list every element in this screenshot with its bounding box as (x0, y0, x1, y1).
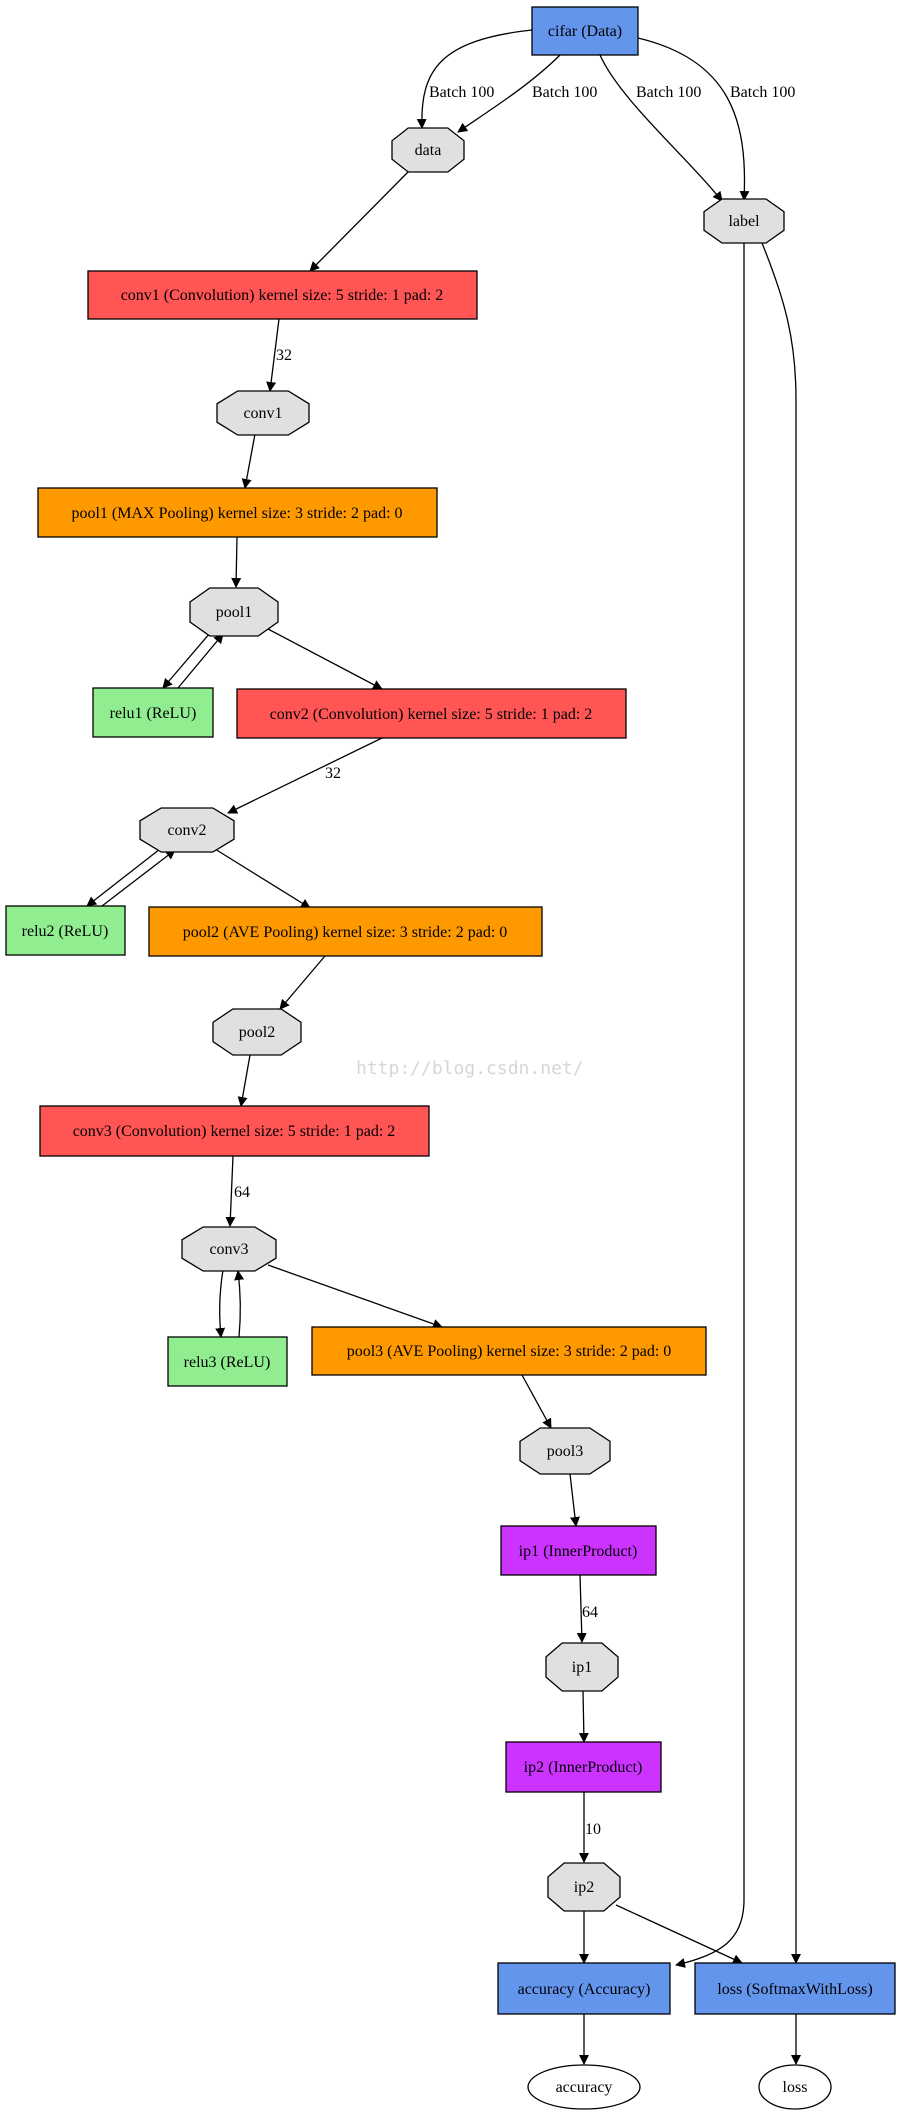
blob-ip1[interactable]: ip1 (545, 1642, 619, 1692)
edge-cifar-label-a (599, 54, 723, 202)
layer-cifar-label: cifar (Data) (548, 23, 622, 40)
edge-conv1-blobconv1 (266, 318, 280, 392)
edge-pool1-blobpool1 (231, 536, 242, 588)
edge-label-accuracy (675, 243, 745, 1968)
layer-conv1[interactable]: conv1 (Convolution) kernel size: 5 strid… (87, 270, 478, 320)
blob-conv1-label: conv1 (243, 405, 282, 422)
output-loss-label: loss (783, 2079, 808, 2096)
edge-blobpool3-ip1 (569, 1473, 580, 1527)
layer-relu2[interactable]: relu2 (ReLU) (5, 905, 126, 956)
layer-accuracy-label: accuracy (Accuracy) (518, 1981, 651, 1998)
blob-pool2-label: pool2 (239, 1024, 275, 1041)
watermark: http://blog.csdn.net/ (356, 1058, 584, 1079)
output-nodes: accuracy loss (527, 2064, 832, 2110)
blob-nodes: data label conv1 pool1 conv2 pool2 conv3 (139, 127, 785, 1912)
layer-ip1-label: ip1 (InnerProduct) (519, 1543, 638, 1560)
edge-label-conv2-out: 32 (325, 765, 341, 782)
blob-data[interactable]: data (391, 127, 465, 173)
layer-pool2[interactable]: pool2 (AVE Pooling) kernel size: 3 strid… (148, 906, 543, 957)
edge-blobconv3-pool3 (267, 1264, 443, 1329)
edge-labels: Batch 100 Batch 100 Batch 100 Batch 100 … (234, 84, 795, 1838)
edge-label-batch-4: Batch 100 (730, 84, 795, 101)
edge-label-ip2-out: 10 (585, 1821, 601, 1838)
layer-ip1[interactable]: ip1 (InnerProduct) (500, 1525, 657, 1576)
edge-label-conv3-out: 64 (234, 1184, 250, 1201)
blob-pool1[interactable]: pool1 (189, 587, 279, 637)
blob-data-label: data (415, 142, 442, 159)
edge-relu3-conv3 (234, 1270, 245, 1338)
blob-conv3-label: conv3 (209, 1241, 248, 1258)
layer-relu3-label: relu3 (ReLU) (184, 1354, 271, 1371)
layer-conv2-label: conv2 (Convolution) kernel size: 5 strid… (270, 706, 593, 723)
edge-blobip2-loss (615, 1904, 743, 1964)
layer-relu3[interactable]: relu3 (ReLU) (167, 1336, 288, 1387)
layer-pool1[interactable]: pool1 (MAX Pooling) kernel size: 3 strid… (37, 487, 438, 538)
edge-conv3-blobconv3 (225, 1155, 236, 1227)
edge-pool3-blobpool3 (521, 1374, 552, 1429)
edge-pool1-relu1 (162, 632, 211, 689)
edge-data-conv1 (309, 171, 409, 272)
blob-conv2[interactable]: conv2 (139, 807, 235, 853)
blob-label[interactable]: label (703, 198, 785, 244)
edge-label-batch-1: Batch 100 (429, 84, 494, 101)
blob-conv3[interactable]: conv3 (181, 1226, 277, 1272)
layer-loss-label: loss (SoftmaxWithLoss) (717, 1981, 872, 1998)
blob-conv1[interactable]: conv1 (216, 390, 310, 436)
layer-pool1-label: pool1 (MAX Pooling) kernel size: 3 strid… (71, 505, 402, 522)
edge-relu1-pool1 (177, 633, 224, 689)
layer-loss[interactable]: loss (SoftmaxWithLoss) (694, 1962, 896, 2015)
edge-blobpool2-conv3 (237, 1054, 251, 1107)
layer-ip2[interactable]: ip2 (InnerProduct) (505, 1741, 662, 1793)
edge-cifar-label-b (637, 37, 750, 201)
layer-relu1[interactable]: relu1 (ReLU) (92, 687, 214, 738)
layer-pool3[interactable]: pool3 (AVE Pooling) kernel size: 3 strid… (311, 1326, 707, 1376)
layer-conv3[interactable]: conv3 (Convolution) kernel size: 5 strid… (39, 1105, 430, 1157)
edge-pool1-conv2 (267, 628, 383, 690)
edge-relu2-conv2 (101, 849, 176, 907)
edge-label-batch-3: Batch 100 (636, 84, 701, 101)
edge-conv2-relu2 (86, 848, 161, 907)
edge-ip1-blobip1 (576, 1574, 587, 1643)
output-accuracy[interactable]: accuracy (527, 2064, 641, 2110)
output-loss[interactable]: loss (758, 2064, 832, 2110)
blob-pool3-label: pool3 (547, 1443, 583, 1460)
edge-label-ip1-out: 64 (582, 1604, 598, 1621)
blob-pool1-label: pool1 (216, 604, 252, 621)
layer-pool2-label: pool2 (AVE Pooling) kernel size: 3 strid… (183, 924, 508, 941)
edge-label-batch-2: Batch 100 (532, 84, 597, 101)
blob-pool3[interactable]: pool3 (519, 1427, 611, 1475)
layer-relu2-label: relu2 (ReLU) (22, 923, 109, 940)
output-accuracy-label: accuracy (556, 2079, 613, 2096)
layer-nodes: cifar (Data) conv1 (Convolution) kernel … (5, 6, 896, 2015)
layer-pool3-label: pool3 (AVE Pooling) kernel size: 3 strid… (347, 1343, 672, 1360)
edge-label-conv1-out: 32 (276, 347, 292, 364)
layer-conv1-label: conv1 (Convolution) kernel size: 5 strid… (121, 287, 444, 304)
edge-blobip1-ip2 (578, 1690, 589, 1743)
edge-conv3-relu3 (215, 1269, 226, 1338)
edge-blobconv2-pool2 (214, 848, 311, 909)
blob-ip2[interactable]: ip2 (547, 1862, 621, 1912)
layer-relu1-label: relu1 (ReLU) (110, 705, 197, 722)
layer-conv2[interactable]: conv2 (Convolution) kernel size: 5 strid… (236, 688, 627, 739)
layer-ip2-label: ip2 (InnerProduct) (524, 1759, 643, 1776)
blob-conv2-label: conv2 (167, 822, 206, 839)
edge-conv2-blobconv2 (227, 737, 383, 814)
blob-pool2[interactable]: pool2 (212, 1008, 302, 1056)
layer-accuracy[interactable]: accuracy (Accuracy) (497, 1962, 671, 2015)
edge-pool2-blobpool2 (279, 955, 326, 1010)
edge-cifar-data-a (416, 29, 533, 129)
blob-label-label: label (728, 213, 760, 230)
edges (86, 29, 801, 2065)
edge-label-loss (761, 242, 801, 1964)
blob-ip2-label: ip2 (574, 1879, 594, 1896)
edge-cifar-data-b (457, 54, 561, 133)
layer-cifar[interactable]: cifar (Data) (531, 6, 639, 56)
layer-conv3-label: conv3 (Convolution) kernel size: 5 strid… (73, 1123, 396, 1140)
edge-blobconv1-pool1 (241, 433, 256, 489)
blob-ip1-label: ip1 (572, 1659, 592, 1676)
